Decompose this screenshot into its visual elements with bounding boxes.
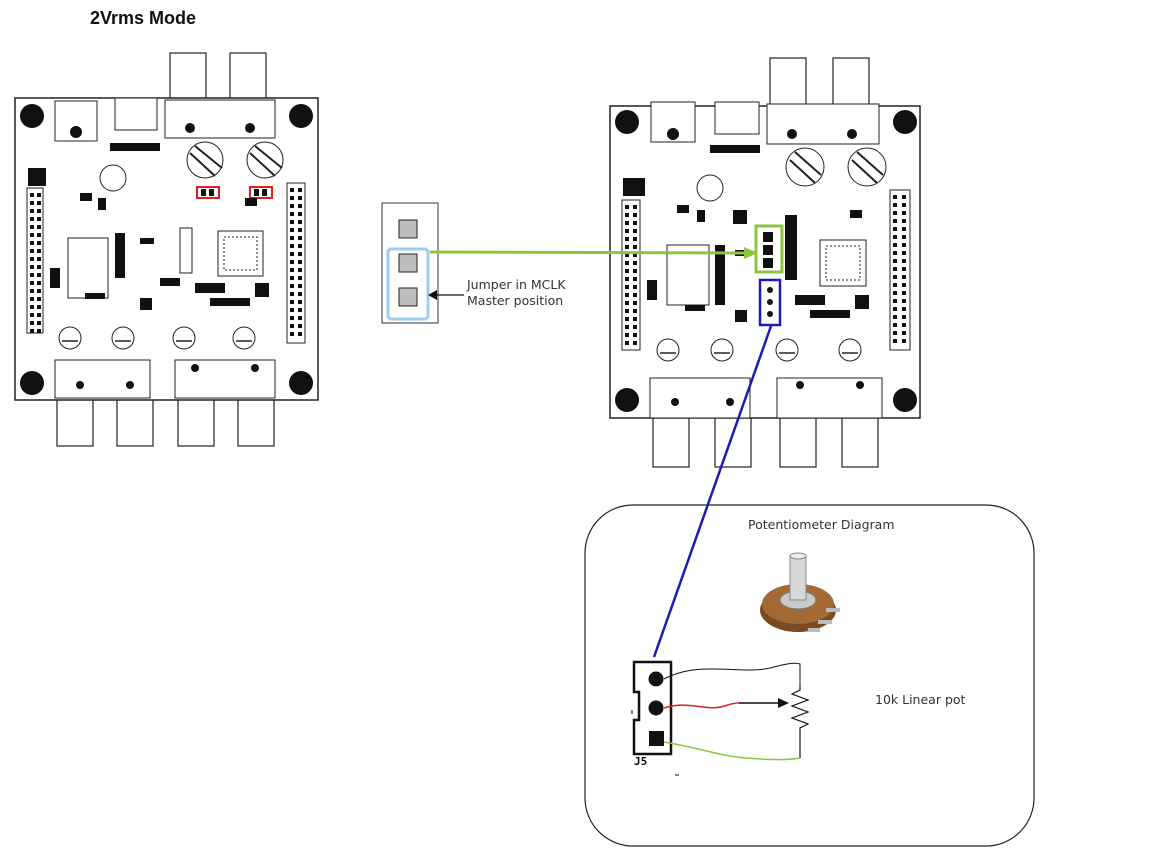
potentiometer-diagram-title: Potentiometer Diagram — [748, 517, 895, 532]
jumper-note-line2: Master position — [467, 293, 564, 308]
jumper-note-line1: Jumper in MCLK — [467, 277, 566, 292]
green-pointer-line — [429, 250, 748, 255]
resistor-symbol — [790, 686, 810, 758]
page-title: 2Vrms Mode — [90, 8, 197, 28]
potentiometer-box — [584, 504, 1035, 847]
note-arrowhead — [428, 290, 437, 300]
pcb-board-right — [609, 57, 921, 468]
blue-pointer-line — [652, 325, 773, 658]
jumper-note: Jumper in MCLK Master position — [467, 277, 566, 309]
green-arrowhead — [744, 247, 758, 259]
wiper-arrowhead — [778, 698, 789, 708]
jumper-header-icon — [381, 202, 439, 324]
connector-j5 — [632, 660, 673, 756]
pcb-board-left — [14, 52, 319, 447]
pot-value-label: 10k Linear pot — [875, 692, 966, 707]
wire-red — [663, 702, 740, 709]
connector-j5-label: J5 — [634, 755, 648, 768]
wire-black — [663, 662, 801, 686]
wire-green — [663, 741, 801, 761]
potentiometer-photo — [760, 552, 840, 632]
